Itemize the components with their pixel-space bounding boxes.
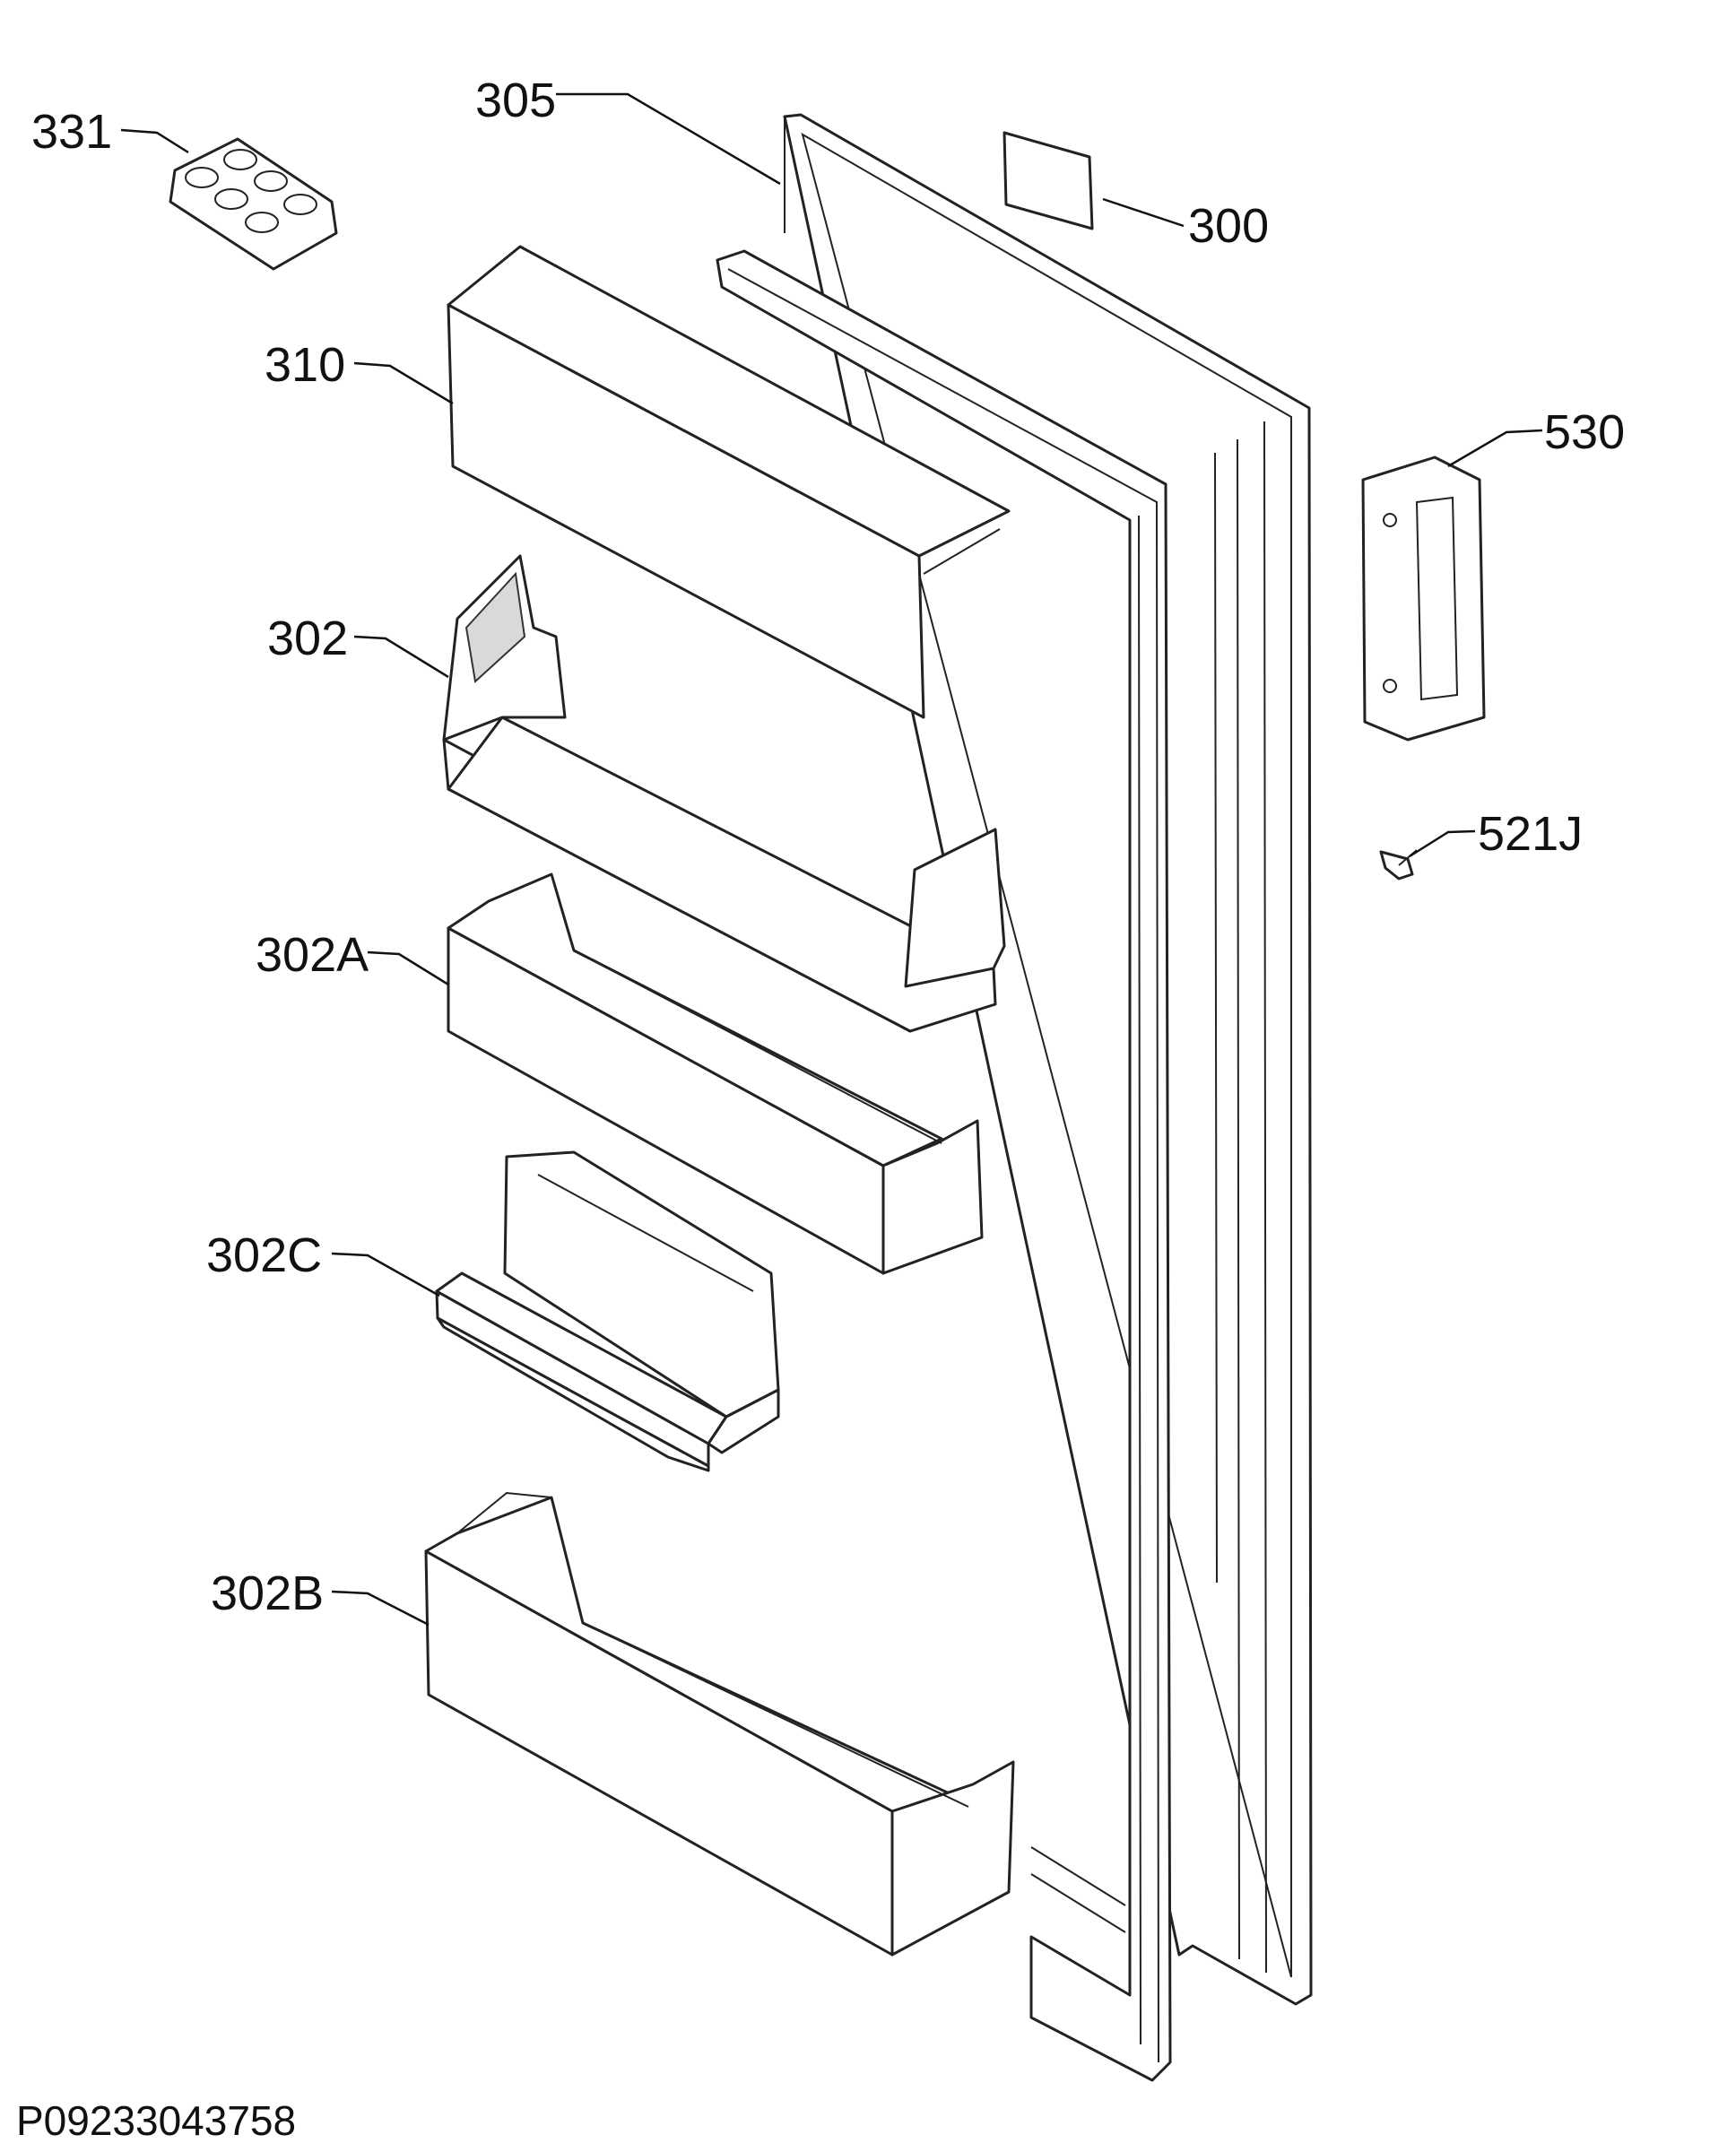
callout-521j: 521J: [1478, 807, 1583, 861]
callout-331: 331: [31, 105, 112, 159]
drawing-code: P09233043758: [16, 2097, 297, 2144]
door-panel: [783, 113, 1313, 2006]
callout-302c: 302C: [206, 1228, 322, 1282]
door-gasket: [716, 249, 1172, 2082]
callout-530: 530: [1544, 405, 1625, 459]
rating-label: [1003, 131, 1094, 230]
door-balcony-c: [435, 1150, 780, 1472]
leader-lines: [120, 92, 1543, 1627]
callout-310: 310: [265, 338, 345, 392]
callout-305: 305: [475, 74, 556, 127]
door-handle: [1361, 456, 1486, 742]
door-balcony-a: [447, 872, 984, 1275]
callout-300: 300: [1188, 199, 1269, 253]
callout-labels: 331 305 300 310 302 530 302A 521J 302C 3…: [31, 74, 1625, 1620]
handle-screw: [1379, 849, 1418, 881]
callout-302b: 302B: [211, 1566, 324, 1620]
shelf-cover: [447, 245, 1011, 719]
callout-302: 302: [267, 612, 348, 665]
callout-302a: 302A: [256, 928, 369, 982]
egg-tray: [169, 137, 338, 271]
door-balcony-b: [424, 1491, 1015, 1957]
upper-door-balcony: [442, 554, 1006, 1033]
